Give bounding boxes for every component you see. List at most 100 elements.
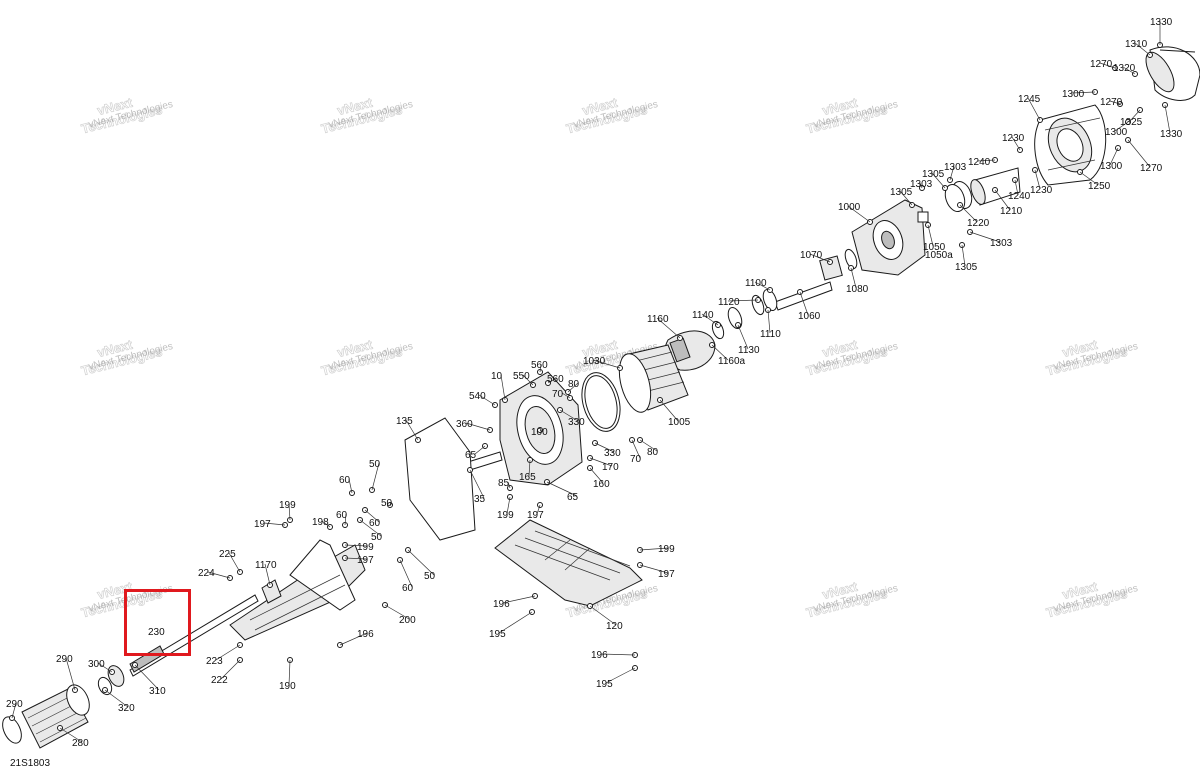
- leader-line-60b: [344, 513, 347, 526]
- callout-1100: 1100: [745, 278, 767, 289]
- callout-197c: 197: [658, 569, 675, 580]
- leader-line-60a: [348, 478, 353, 494]
- callout-1305c: 1305: [955, 262, 978, 273]
- leader-line-170: [589, 457, 613, 467]
- callout-190: 190: [279, 681, 296, 692]
- callout-1300c: 1300: [1100, 161, 1123, 172]
- leader-line-1320: [1122, 66, 1136, 75]
- callout-60d: 60: [402, 583, 414, 594]
- callout-280: 280: [72, 738, 89, 749]
- leader-line-1300b: [1114, 121, 1129, 132]
- leader-line-1005: [659, 399, 679, 422]
- callout-1220: 1220: [967, 218, 990, 229]
- leader-line-1270b: [1109, 100, 1121, 105]
- callout-1160a: 1160a: [718, 356, 746, 367]
- callout-195a: 195: [489, 629, 506, 640]
- callout-50a: 50: [369, 459, 381, 470]
- leader-line-1300c: [1109, 147, 1119, 166]
- leader-line-1240b: [1014, 179, 1019, 196]
- callout-135: 135: [396, 416, 413, 427]
- callout-60c: 60: [369, 518, 381, 529]
- driveshaft-tunnel-part: [229, 539, 366, 641]
- leader-line-1303c: [969, 231, 1001, 243]
- callout-1130: 1130: [738, 345, 760, 356]
- leader-line-80a: [567, 382, 579, 393]
- leader-line-222: [220, 659, 241, 680]
- leader-line-1060: [799, 291, 809, 316]
- leader-line-360: [465, 422, 491, 431]
- leader-line-280: [59, 727, 83, 743]
- clamp-290b-part: [2, 716, 22, 744]
- leader-line-330a: [559, 409, 579, 422]
- callout-65b: 65: [567, 492, 579, 503]
- callout-1060: 1060: [798, 311, 821, 322]
- leader-line-197b: [344, 557, 368, 560]
- leader-line-1070: [809, 253, 831, 263]
- callout-1245: 1245: [1018, 94, 1041, 105]
- leader-line-80b: [639, 439, 658, 452]
- leader-line-199d: [506, 496, 511, 515]
- impeller-part: [664, 330, 716, 371]
- callout-1305a: 1305: [922, 169, 945, 180]
- leader-line-1160a: [711, 344, 729, 361]
- callout-199d: 199: [497, 510, 514, 521]
- leader-line-60d: [399, 559, 413, 588]
- callout-170: 170: [602, 462, 619, 473]
- leader-line-1310: [1134, 42, 1151, 56]
- leader-line-1330b: [1164, 104, 1171, 134]
- leader-line-560b: [547, 377, 558, 384]
- callout-1230a: 1230: [1002, 133, 1025, 144]
- leader-line-198: [321, 520, 331, 528]
- leader-line-290b: [11, 702, 17, 719]
- leader-line-1140: [701, 313, 719, 326]
- callout-1300b: 1300: [1105, 127, 1128, 138]
- callout-195b: 195: [596, 679, 613, 690]
- ride-plate-part: [494, 519, 643, 607]
- leader-line-1120: [727, 299, 759, 302]
- callout-1330b: 1330: [1160, 129, 1183, 140]
- leader-line-290a: [65, 657, 76, 691]
- leader-line-50d: [407, 549, 435, 576]
- leader-line-197c: [639, 564, 669, 574]
- leader-line-50c: [389, 501, 392, 506]
- callout-196a: 196: [493, 599, 510, 610]
- callout-197b: 197: [357, 555, 374, 566]
- callout-1005: 1005: [668, 417, 691, 428]
- leader-line-10: [500, 374, 506, 401]
- callout-330a: 330: [568, 417, 585, 428]
- leader-line-196b: [339, 632, 368, 646]
- callout-310: 310: [149, 686, 166, 697]
- callout-197d: 197: [527, 510, 544, 521]
- bearing-part: [819, 255, 843, 281]
- leader-line-1300a: [1071, 91, 1096, 94]
- callout-65a: 65: [465, 450, 477, 461]
- callout-35: 35: [474, 494, 486, 505]
- leader-line-200: [384, 604, 410, 620]
- cone-part: [970, 167, 1021, 206]
- leader-line-1160: [656, 317, 681, 339]
- callout-1080: 1080: [846, 284, 869, 295]
- leader-line-225: [228, 552, 241, 573]
- callout-1070: 1070: [800, 250, 823, 261]
- leader-line-165: [528, 459, 531, 477]
- callout-300: 300: [88, 659, 105, 670]
- leader-line-1130: [737, 324, 749, 350]
- ring-320-part: [97, 676, 113, 696]
- leader-line-1050: [927, 224, 934, 247]
- leader-line-1270a: [1099, 62, 1116, 69]
- leader-line-1080: [850, 267, 857, 289]
- leader-line-65b: [546, 481, 578, 497]
- stator-housing-part: [851, 199, 929, 276]
- leader-line-310: [134, 664, 160, 691]
- leader-line-135: [405, 419, 419, 441]
- leader-line-1305b: [899, 190, 913, 206]
- callout-80b: 80: [647, 447, 659, 458]
- callout-1310: 1310: [1125, 39, 1148, 50]
- leader-line-223: [215, 644, 241, 661]
- leader-line-190: [288, 659, 291, 686]
- clamp-290a-part: [66, 684, 90, 716]
